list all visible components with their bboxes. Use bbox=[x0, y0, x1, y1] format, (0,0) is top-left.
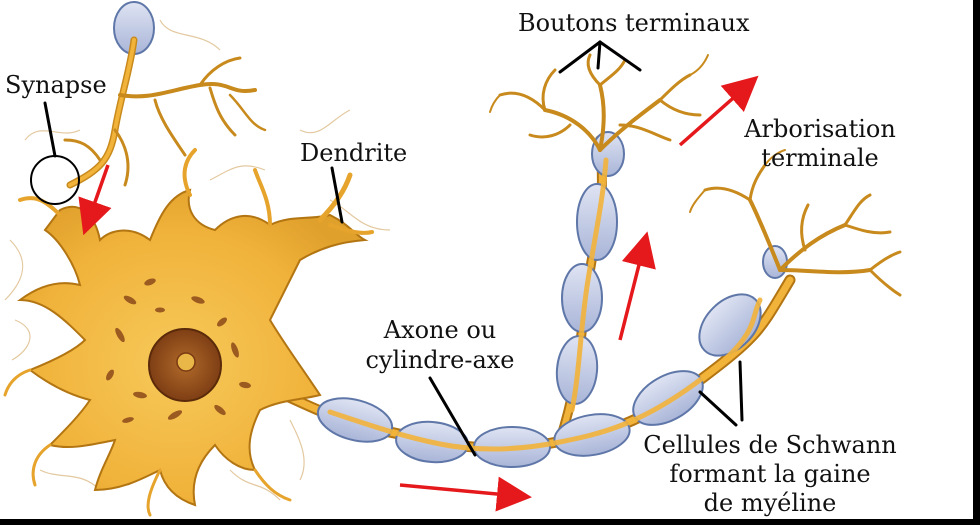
arrow-terminal bbox=[678, 75, 759, 147]
bottom-border bbox=[0, 519, 980, 525]
arrow-branch-up bbox=[618, 231, 656, 341]
label-arborisation-line2: terminale bbox=[761, 144, 879, 172]
terminal-arborization-1 bbox=[489, 53, 709, 152]
synapse-circle bbox=[30, 155, 80, 205]
label-synapse: Synapse bbox=[5, 71, 107, 99]
signal-direction-arrows bbox=[78, 75, 759, 512]
right-border bbox=[973, 0, 980, 525]
label-schwann-line3: de myéline bbox=[703, 489, 837, 517]
terminal-arborization-2 bbox=[689, 149, 902, 297]
label-axone-line1: Axone ou bbox=[383, 316, 497, 344]
label-arborisation-line1: Arborisation bbox=[744, 115, 896, 143]
label-boutons-terminaux: Boutons terminaux bbox=[518, 9, 750, 37]
label-schwann-line1: Cellules de Schwann bbox=[643, 431, 897, 459]
label-axone-line2: cylindre-axe bbox=[365, 346, 515, 374]
label-schwann-line2: formant la gaine bbox=[669, 460, 871, 488]
nucleolus bbox=[176, 352, 196, 372]
arrow-dendrite bbox=[78, 164, 112, 236]
arrow-axon bbox=[399, 476, 532, 512]
incoming-axon bbox=[63, 36, 267, 189]
leader-lines bbox=[43, 40, 744, 457]
axon-core bbox=[327, 157, 763, 452]
cell-body bbox=[3, 148, 374, 517]
label-dendrite: Dendrite bbox=[300, 139, 408, 167]
